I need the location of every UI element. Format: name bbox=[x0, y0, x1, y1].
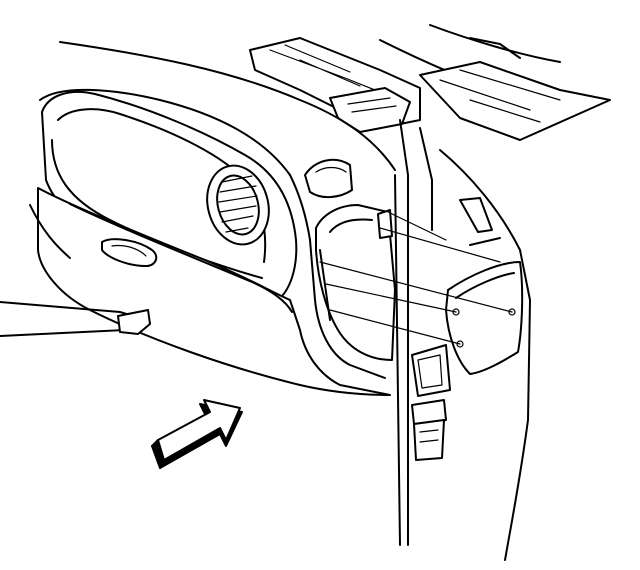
end-trim-cover bbox=[445, 261, 524, 375]
lower-blocks bbox=[411, 344, 451, 461]
hinge-pillar bbox=[394, 119, 531, 561]
cowl-and-defroster bbox=[249, 24, 611, 141]
glove-box-door bbox=[37, 187, 391, 396]
lower-left-trim bbox=[0, 204, 151, 337]
dashboard-top bbox=[39, 41, 396, 176]
direction-arrow-icon bbox=[151, 399, 243, 469]
panel-end-opening bbox=[289, 158, 396, 379]
air-vent bbox=[206, 164, 270, 246]
removal-guide-lines bbox=[319, 211, 513, 345]
